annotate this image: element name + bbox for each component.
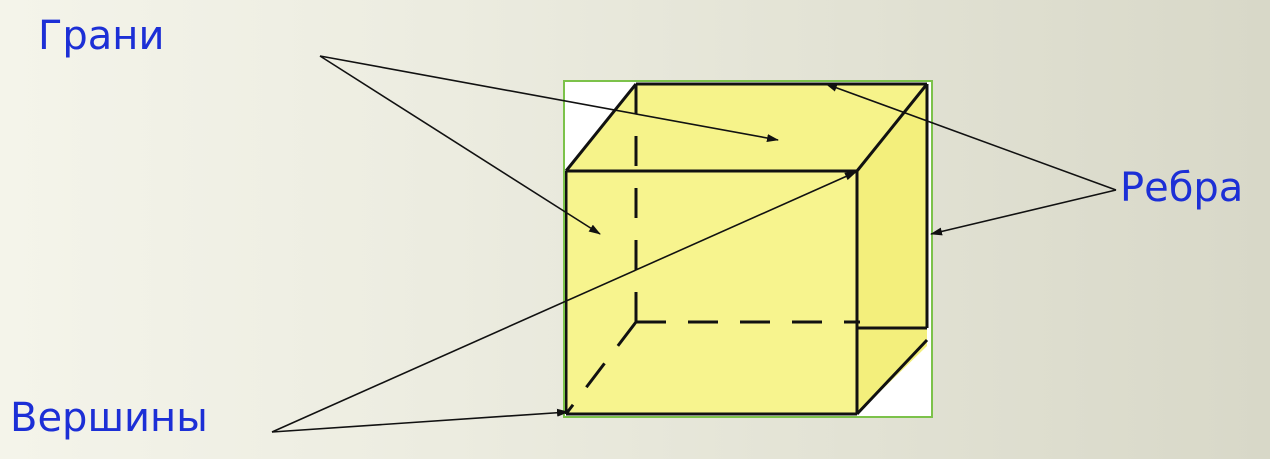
hidden-edges	[564, 84, 860, 415]
visible-edges	[564, 82, 929, 416]
vertices-label: Вершины	[10, 395, 208, 441]
vertices-arrow-bottom	[271, 408, 569, 433]
cube-front-face	[566, 171, 857, 414]
pointer-arrows	[271, 55, 1117, 433]
faces-arrow-top	[319, 55, 779, 142]
faces-arrow-front	[319, 55, 601, 235]
cube-picture-frame	[563, 80, 933, 418]
edges-arrow-right	[930, 189, 1117, 236]
cube-right-face	[857, 84, 927, 414]
faces-label: Грани	[38, 13, 165, 59]
edges-label: Ребра	[1120, 165, 1244, 211]
cube-left-sliver	[566, 84, 636, 181]
vertices-arrow-top	[271, 171, 857, 433]
edges-arrow-top	[825, 83, 1117, 191]
cube-top-face	[566, 84, 927, 171]
cube-image	[563, 80, 933, 418]
